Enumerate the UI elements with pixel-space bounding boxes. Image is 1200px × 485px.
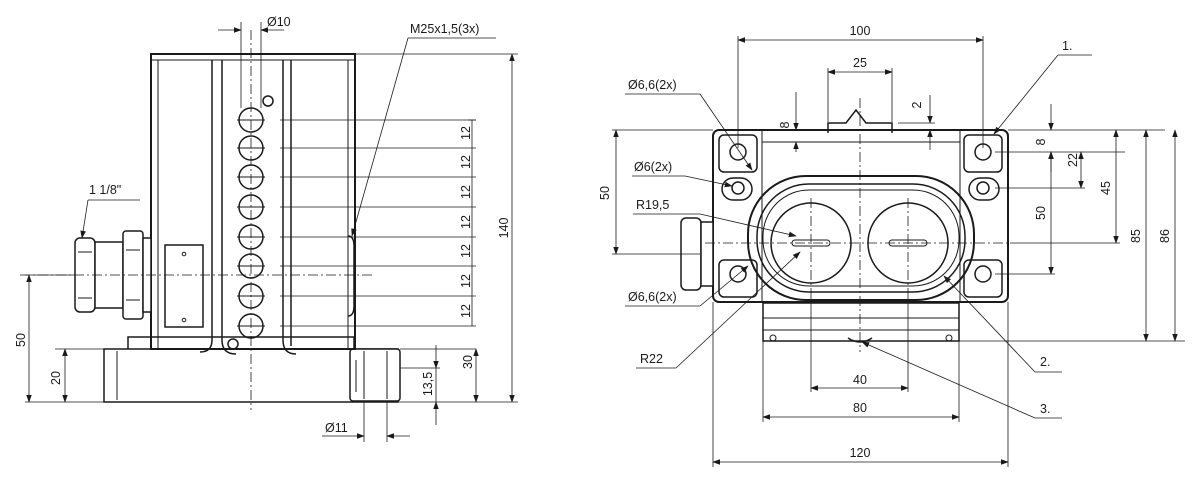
side-view: 12 12 12 12 12 12 12 140 30 13,5 50 20: [14, 15, 518, 442]
label-r19-5: R19,5: [636, 198, 669, 212]
dim-86: 86: [1158, 229, 1172, 243]
callout-1: 1.: [1062, 39, 1072, 53]
callout-3: 3.: [1040, 402, 1050, 416]
label-r22: R22: [640, 352, 663, 366]
callout-2: 2.: [1040, 355, 1050, 369]
dim-30: 30: [461, 355, 475, 369]
dim-22: 22: [1066, 153, 1080, 167]
dim-40: 40: [853, 373, 867, 387]
svg-text:12: 12: [459, 126, 473, 140]
svg-text:12: 12: [459, 215, 473, 229]
dim-80: 80: [853, 401, 867, 415]
front-view: 100 25 8 2 50 8 22 50: [598, 24, 1185, 467]
svg-text:12: 12: [459, 304, 473, 318]
svg-text:12: 12: [459, 185, 473, 199]
dim-13-5: 13,5: [421, 372, 435, 396]
dim-100: 100: [850, 24, 871, 38]
cover-outer: [747, 175, 975, 301]
label-hole-6-6-bottom: Ø6,6(2x): [628, 290, 677, 304]
svg-text:12: 12: [459, 155, 473, 169]
dim-2: 2: [910, 101, 924, 108]
side-screw-bottom: [227, 338, 239, 350]
dim-d11: Ø11: [325, 421, 348, 435]
label-hole-6-6-top: Ø6,6(2x): [628, 78, 677, 92]
dim-50-right: 50: [1034, 206, 1048, 220]
dim-120: 120: [850, 446, 871, 460]
label-hole-6: Ø6(2x): [634, 160, 672, 174]
dim-50-front-left: 50: [598, 186, 612, 200]
side-screw-top: [262, 95, 274, 107]
dim-8-top: 8: [778, 121, 792, 128]
side-bolt-block: [349, 348, 401, 402]
dim-20: 20: [49, 371, 63, 385]
pitch-dims: 12 12 12 12 12 12 12: [459, 119, 476, 326]
dim-140: 140: [497, 218, 511, 239]
dim-85: 85: [1129, 229, 1143, 243]
side-contact-stack: [237, 107, 265, 339]
label-thread: M25x1,5(3x): [410, 22, 479, 36]
dim-25: 25: [853, 56, 867, 70]
dim-50-left: 50: [14, 333, 28, 347]
dim-8-right: 8: [1034, 138, 1048, 145]
dim-d10: Ø10: [267, 15, 291, 29]
svg-text:12: 12: [459, 244, 473, 258]
side-label-plate: [164, 244, 204, 328]
dim-45: 45: [1099, 181, 1113, 195]
svg-text:12: 12: [459, 274, 473, 288]
front-base: [762, 302, 960, 342]
side-housing: [150, 53, 356, 350]
front-housing: [712, 129, 1009, 303]
label-gland-size: 1 1/8": [89, 183, 121, 197]
